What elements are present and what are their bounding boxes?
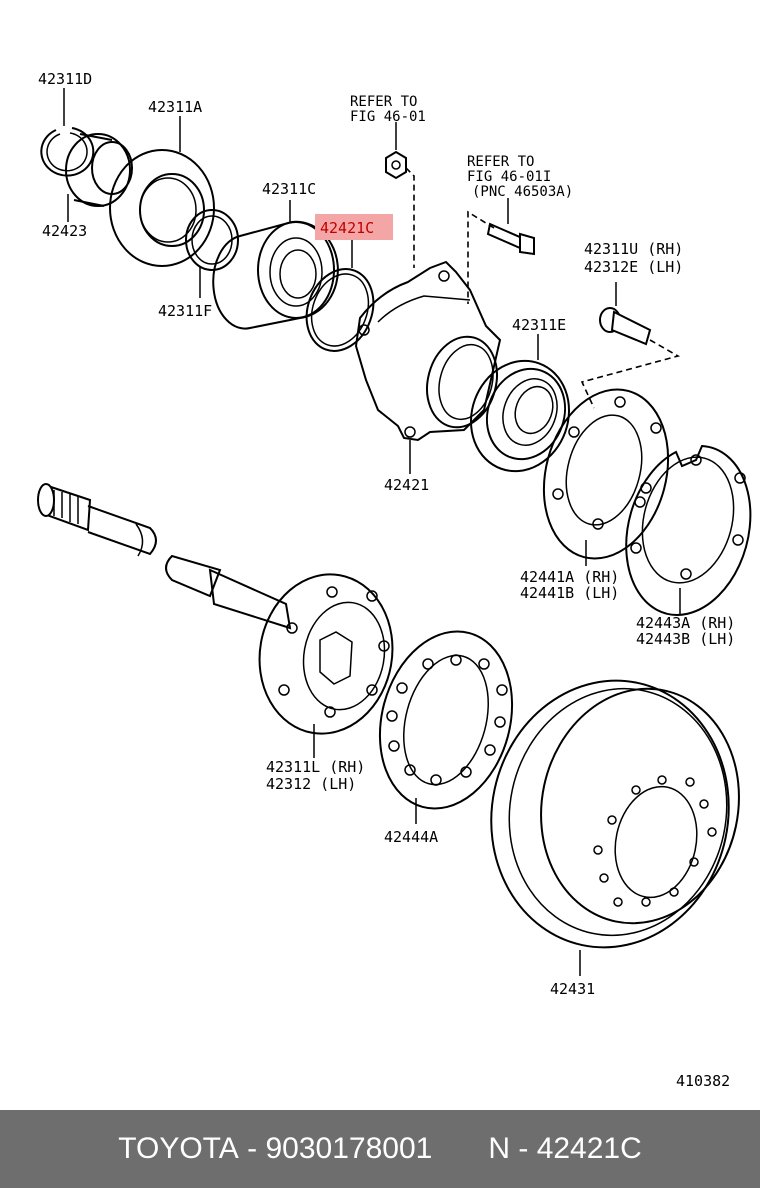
footer-part-number: 9030178001 <box>265 1132 433 1165</box>
label-42311f: 42311F <box>158 302 212 320</box>
label-42444a: 42444A <box>384 828 438 846</box>
gasket-42441a <box>542 388 670 566</box>
label-42443a: 42443A (RH) <box>636 614 735 632</box>
label-42311d: 42311D <box>38 70 92 88</box>
gasket-42443a <box>625 444 752 616</box>
label-42421c-highlighted: 42421C <box>320 219 374 237</box>
bearing-retainer-42421 <box>354 260 502 474</box>
label-42311e: 42311E <box>512 316 566 334</box>
nut-refer-46-01 <box>385 122 415 268</box>
axle-shaft-42311l <box>37 483 394 758</box>
hub-bolt-42311u <box>580 282 681 409</box>
footer-bar: TOYOTA - 9030178001 N - 42421C <box>0 1110 760 1188</box>
footer-brand: TOYOTA <box>118 1132 239 1165</box>
collar-42423 <box>65 133 133 222</box>
label-refer2-line2: FIG 46-01I <box>467 169 551 185</box>
label-42441b: 42441B (LH) <box>520 584 619 602</box>
gasket-42444a <box>378 630 514 824</box>
highlight-box <box>315 214 393 240</box>
label-42443b: 42443B (LH) <box>636 630 735 648</box>
oil-seal-42311e <box>469 334 571 473</box>
label-refer2-line3: (PNC 46503A) <box>472 184 573 200</box>
label-42311a: 42311A <box>148 98 202 116</box>
label-refer1-line1: REFER TO <box>350 94 417 110</box>
label-42423: 42423 <box>42 222 87 240</box>
figure-number: 410382 <box>676 1072 730 1090</box>
label-42311l: 42311L (RH) <box>266 758 365 776</box>
snap-ring-42311d <box>40 88 95 177</box>
bolt-refer-46-01i <box>467 198 535 304</box>
label-refer1-line2: FIG 46-01 <box>350 109 426 125</box>
label-42311u: 42311U (RH) <box>584 240 683 258</box>
o-ring-42421c <box>305 240 375 352</box>
footer-pnc: 42421C <box>536 1132 642 1165</box>
label-42312: 42312 (LH) <box>266 775 356 793</box>
exploded-parts-diagram: 42311D 42311A 42423 REFER TO FIG 46-01 R… <box>37 70 752 1090</box>
label-42312e: 42312E (LH) <box>584 258 683 276</box>
oil-seal-42311a <box>109 116 215 267</box>
o-ring-42311f <box>185 209 239 298</box>
footer-dash-2: - <box>518 1132 529 1165</box>
label-42441a: 42441A (RH) <box>520 568 619 586</box>
label-42431: 42431 <box>550 980 595 998</box>
footer-n-label: N <box>488 1132 510 1165</box>
label-42421: 42421 <box>384 476 429 494</box>
label-42311c: 42311C <box>262 180 316 198</box>
footer-dash-1: - <box>247 1132 258 1165</box>
disc-42431 <box>490 679 740 976</box>
label-refer2-line1: REFER TO <box>467 154 534 170</box>
